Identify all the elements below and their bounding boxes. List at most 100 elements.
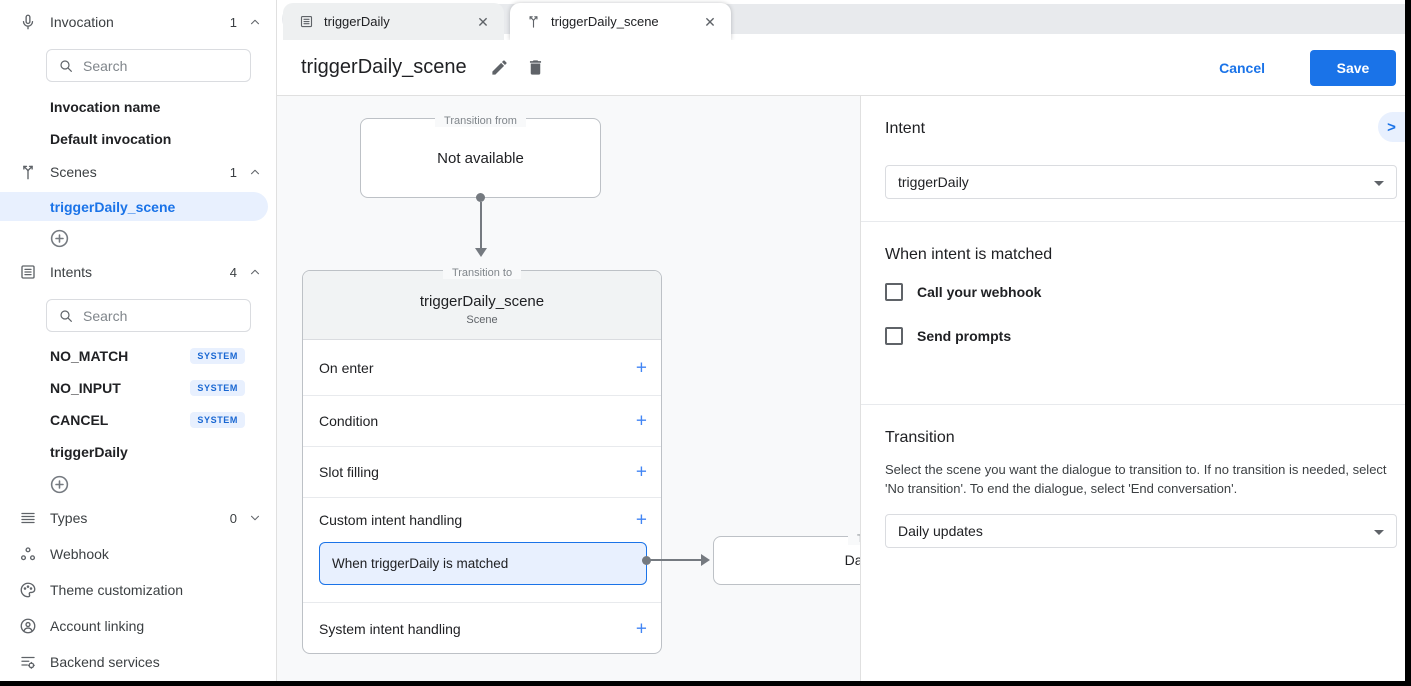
add-slot-filling-button[interactable]: + xyxy=(635,461,647,483)
checkbox-unchecked-icon[interactable] xyxy=(885,283,903,301)
selected-scene-label: triggerDaily_scene xyxy=(50,198,176,215)
add-scene-button[interactable] xyxy=(49,228,70,249)
transition-target-node[interactable]: Transition to Daily updates xyxy=(713,533,860,585)
sidebar-item-invocation-name[interactable]: Invocation name xyxy=(50,99,161,115)
tab-label: triggerDaily_scene xyxy=(551,14,659,29)
system-badge: SYSTEM xyxy=(190,380,245,396)
matched-intent-handler[interactable]: When triggerDaily is matched xyxy=(319,542,647,585)
scene-row-label: Condition xyxy=(319,413,379,429)
intent-dropdown[interactable]: triggerDaily xyxy=(885,165,1397,199)
matched-intent-label: When triggerDaily is matched xyxy=(332,556,509,571)
checkbox-unchecked-icon[interactable] xyxy=(885,327,903,345)
delete-icon[interactable] xyxy=(525,57,547,79)
scene-row-label: On enter xyxy=(319,359,374,376)
transition-dropdown[interactable]: Daily updates xyxy=(885,514,1397,548)
transition-from-text: Not available xyxy=(437,150,524,167)
close-icon[interactable]: ✕ xyxy=(704,13,716,30)
send-prompts-checkbox-row[interactable]: Send prompts xyxy=(885,327,1011,345)
scene-row-on-enter[interactable]: On enter + xyxy=(303,340,661,396)
tab-bar: triggerDaily ✕ triggerDaily_scene ✕ xyxy=(277,0,1405,40)
intents-search-input[interactable] xyxy=(83,307,233,324)
sidebar-section-label: Invocation xyxy=(50,14,114,30)
scene-row-system-intent-handling[interactable]: System intent handling + xyxy=(303,603,661,654)
sidebar-section-types[interactable]: Types 0 xyxy=(0,504,277,532)
sidebar-item-label: Webhook xyxy=(50,546,109,562)
save-button[interactable]: Save xyxy=(1310,50,1396,86)
intent-dropdown-value: triggerDaily xyxy=(898,174,969,190)
sidebar-item-theme-customization[interactable]: Theme customization xyxy=(0,576,277,604)
add-system-intent-button[interactable]: + xyxy=(635,618,647,639)
connector-line xyxy=(480,202,482,249)
intent-icon xyxy=(16,260,40,284)
call-webhook-checkbox-row[interactable]: Call your webhook xyxy=(885,283,1041,301)
sidebar-item-webhook[interactable]: Webhook xyxy=(0,540,277,568)
add-custom-intent-button[interactable]: + xyxy=(635,509,647,531)
add-on-enter-button[interactable]: + xyxy=(635,357,647,378)
sidebar-item-cancel[interactable]: CANCEL xyxy=(50,412,109,428)
scene-row-slot-filling[interactable]: Slot filling + xyxy=(303,447,661,498)
sidebar-section-intents[interactable]: Intents 4 xyxy=(0,258,277,286)
types-count: 0 xyxy=(229,510,237,526)
scene-card-header[interactable]: triggerDaily_scene Scene xyxy=(303,271,661,340)
chevron-up-icon[interactable] xyxy=(247,14,263,30)
account-icon xyxy=(16,614,40,638)
sidebar-item-backend-services[interactable]: Backend services xyxy=(0,648,277,676)
backend-icon xyxy=(16,650,40,674)
connector-dot xyxy=(642,556,651,565)
node-legend: Transition to xyxy=(714,529,860,547)
transition-description: Select the scene you want the dialogue t… xyxy=(885,462,1387,496)
scene-icon xyxy=(16,160,40,184)
sidebar-item-label: Backend services xyxy=(50,654,160,670)
edit-icon[interactable] xyxy=(489,57,511,79)
sidebar-item-label: Account linking xyxy=(50,618,145,634)
chevron-up-icon[interactable] xyxy=(247,164,263,180)
sidebar-item-default-invocation[interactable]: Default invocation xyxy=(50,131,172,147)
sidebar-item-label: Theme customization xyxy=(50,582,184,598)
properties-panel: > Intent triggerDaily When intent is mat… xyxy=(860,96,1405,681)
sidebar-item-no-match[interactable]: NO_MATCH xyxy=(50,348,129,364)
header-bar: triggerDaily_scene Cancel Save xyxy=(277,40,1405,96)
scene-row-condition[interactable]: Condition + xyxy=(303,396,661,447)
scene-row-label: System intent handling xyxy=(319,620,461,637)
tab-triggerdaily-scene[interactable]: triggerDaily_scene ✕ xyxy=(510,3,731,40)
call-webhook-label: Call your webhook xyxy=(917,284,1042,300)
search-icon xyxy=(60,59,72,72)
sidebar: Invocation 1 Invocation name Default inv… xyxy=(0,0,277,681)
when-intent-matched-heading: When intent is matched xyxy=(885,246,1053,263)
chevron-up-icon[interactable] xyxy=(247,264,263,280)
transition-section: Transition Select the scene you want the… xyxy=(861,405,1405,548)
sidebar-section-invocation[interactable]: Invocation 1 xyxy=(0,8,277,36)
microphone-icon xyxy=(16,10,40,34)
collapse-panel-button[interactable]: > xyxy=(1378,112,1405,142)
node-legend: Transition from xyxy=(361,111,600,129)
tab-label: triggerDaily xyxy=(324,14,390,29)
scene-icon xyxy=(526,14,541,29)
invocation-count: 1 xyxy=(229,14,237,30)
palette-icon xyxy=(16,578,40,602)
invocation-search-input[interactable] xyxy=(83,57,233,74)
when-intent-matched-section: When intent is matched Call your webhook… xyxy=(861,222,1405,405)
tab-triggerdaily[interactable]: triggerDaily ✕ xyxy=(283,3,504,40)
scenes-count: 1 xyxy=(229,164,237,180)
intent-section: Intent triggerDaily xyxy=(861,96,1405,222)
cancel-button[interactable]: Cancel xyxy=(1219,59,1265,76)
connector-line xyxy=(650,559,702,561)
scene-row-label: Slot filling xyxy=(319,464,379,480)
intents-search[interactable] xyxy=(46,299,251,332)
invocation-search[interactable] xyxy=(46,49,251,82)
chevron-down-icon[interactable] xyxy=(247,510,263,526)
sidebar-item-no-input[interactable]: NO_INPUT xyxy=(50,380,121,396)
webhook-icon xyxy=(16,542,40,566)
connector-dot xyxy=(476,193,485,202)
page-title: triggerDaily_scene xyxy=(301,56,467,78)
scene-card-title: triggerDaily_scene xyxy=(419,293,545,310)
sidebar-item-account-linking[interactable]: Account linking xyxy=(0,612,277,640)
close-icon[interactable]: ✕ xyxy=(477,13,489,30)
sidebar-section-scenes[interactable]: Scenes 1 xyxy=(0,158,277,186)
scene-graph-canvas: Transition from Not available Transition… xyxy=(277,96,860,681)
sidebar-item-triggerdaily-scene[interactable]: triggerDaily_scene xyxy=(0,192,268,221)
sidebar-item-triggerdaily[interactable]: triggerDaily xyxy=(50,444,128,460)
add-condition-button[interactable]: + xyxy=(635,410,647,432)
add-intent-button[interactable] xyxy=(49,474,70,495)
scene-row-custom-intent-handling[interactable]: Custom intent handling + When triggerDai… xyxy=(303,498,661,603)
